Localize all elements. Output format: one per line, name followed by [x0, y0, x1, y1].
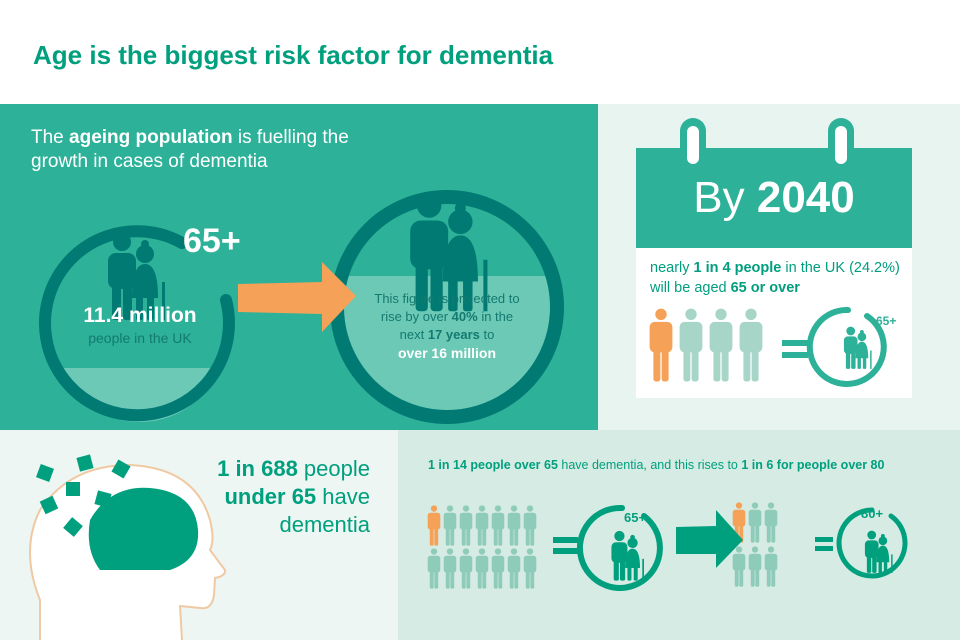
person-icon [459, 505, 473, 546]
arrow-icon [238, 262, 356, 332]
calendar-card: By 2040 nearly 1 in 4 people in the UK (… [636, 118, 912, 398]
person-icon [475, 548, 489, 589]
intro-text: The ageing population is fuelling the gr… [31, 127, 349, 172]
prevalence-text: 1 in 14 people over 65 have dementia, an… [428, 458, 885, 472]
ageing-population-panel: The ageing population is fuelling the gr… [0, 104, 598, 430]
prevalence-graphic [427, 502, 908, 591]
person-icon [732, 546, 746, 587]
ageing-graphic [39, 190, 564, 424]
person-icon [459, 548, 473, 589]
person-icon-highlighted [427, 505, 441, 546]
calendar-header: By 2040 [636, 148, 912, 248]
brain-puzzle-icon [88, 487, 199, 570]
arrow-icon [676, 510, 743, 568]
elderly-couple-icon [611, 530, 644, 581]
equals-icon [815, 537, 833, 542]
person-icon [507, 505, 521, 546]
equals-icon [553, 537, 578, 543]
person-icon [764, 546, 778, 587]
age-label: 80+ [861, 506, 884, 521]
age-label: 65+ [624, 510, 647, 525]
person-icon [443, 505, 457, 546]
forecast-graphic [649, 306, 887, 387]
population-caption: people in the UK [88, 330, 192, 346]
person-icon [523, 548, 537, 589]
person-icon [491, 548, 505, 589]
calendar-ring-icon [680, 118, 706, 176]
ring-icon [806, 306, 887, 387]
ring-left [39, 225, 235, 422]
ring-icon [836, 507, 908, 579]
person-icon [523, 505, 537, 546]
age-label: 65+ [183, 222, 241, 260]
person-icon [475, 505, 489, 546]
person-icon [748, 502, 762, 543]
calendar-ring-icon [828, 118, 854, 176]
page-title: Age is the biggest risk factor for demen… [33, 40, 554, 70]
person-icon [748, 546, 762, 587]
person-icon [679, 308, 703, 382]
person-icon-highlighted [649, 308, 673, 382]
elderly-couple-icon [843, 326, 872, 369]
forecast-panel: By 2040 nearly 1 in 4 people in the UK (… [598, 104, 960, 430]
ring-icon [576, 504, 663, 591]
person-icon [507, 548, 521, 589]
elderly-couple-icon [864, 530, 893, 573]
prevalence-panel: 1 in 14 people over 65 have dementia, an… [398, 430, 960, 640]
forecast-text: nearly 1 in 4 people in the UK (24.2%) w… [650, 260, 900, 296]
person-icon [443, 548, 457, 589]
person-icon [427, 548, 441, 589]
person-icon [491, 505, 505, 546]
person-icon [709, 308, 733, 382]
person-icon [739, 308, 763, 382]
person-icon [764, 502, 778, 543]
equals-icon [782, 340, 808, 346]
population-count: 11.4 million [83, 304, 197, 327]
head-puzzle-graphic [29, 454, 227, 640]
age-label: 65+ [876, 314, 897, 328]
projection-text: This figure is projected to rise by over… [374, 291, 520, 361]
puzzle-pieces-icon [36, 454, 131, 537]
